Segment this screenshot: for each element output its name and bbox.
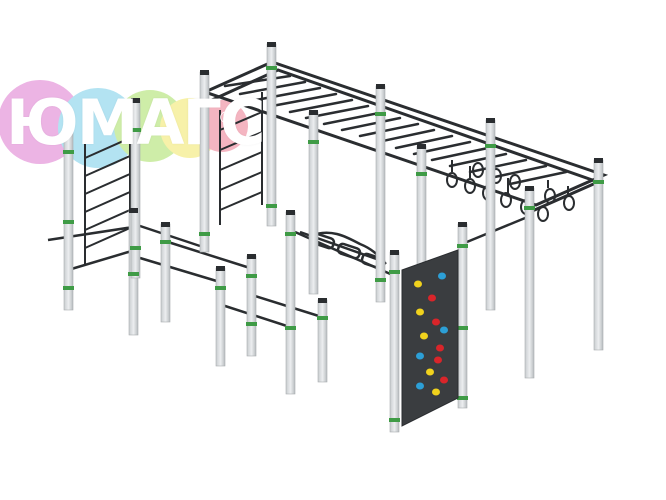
climbing-hold — [416, 352, 424, 360]
climbing-hold — [416, 382, 424, 390]
gymnastic-rings — [446, 160, 575, 222]
post — [416, 145, 427, 271]
post — [375, 85, 386, 303]
post — [246, 255, 257, 357]
post — [524, 187, 535, 379]
climbing-hold — [416, 308, 424, 316]
registered-mark: ® — [218, 108, 234, 127]
climbing-hold — [428, 294, 436, 302]
climbing-hold — [414, 280, 422, 288]
climbing-hold — [440, 376, 448, 384]
logo: ЮМАГС ® — [0, 78, 265, 168]
climbing-hold — [432, 318, 440, 326]
post — [285, 211, 296, 395]
clamps — [63, 66, 604, 422]
monkey-bars — [200, 60, 609, 214]
climbing-hold — [436, 344, 444, 352]
climbing-hold — [434, 356, 442, 364]
post — [308, 111, 319, 295]
climbing-holds — [414, 272, 448, 396]
post — [266, 43, 277, 227]
post-caps — [64, 42, 603, 303]
climbing-hold — [440, 326, 448, 334]
logo-bubble-blue — [58, 88, 138, 168]
climbing-hold — [420, 332, 428, 340]
post — [389, 251, 400, 433]
post — [215, 267, 226, 367]
climbing-hold — [426, 368, 434, 376]
wall-bars — [84, 92, 263, 265]
post — [485, 119, 496, 311]
logo-text: ЮМАГС — [6, 86, 265, 159]
post — [317, 299, 328, 383]
climbing-hold — [438, 272, 446, 280]
post — [593, 159, 604, 351]
post — [457, 223, 468, 409]
climbing-wall — [401, 249, 459, 427]
climbing-hold — [432, 388, 440, 396]
post — [160, 223, 171, 323]
